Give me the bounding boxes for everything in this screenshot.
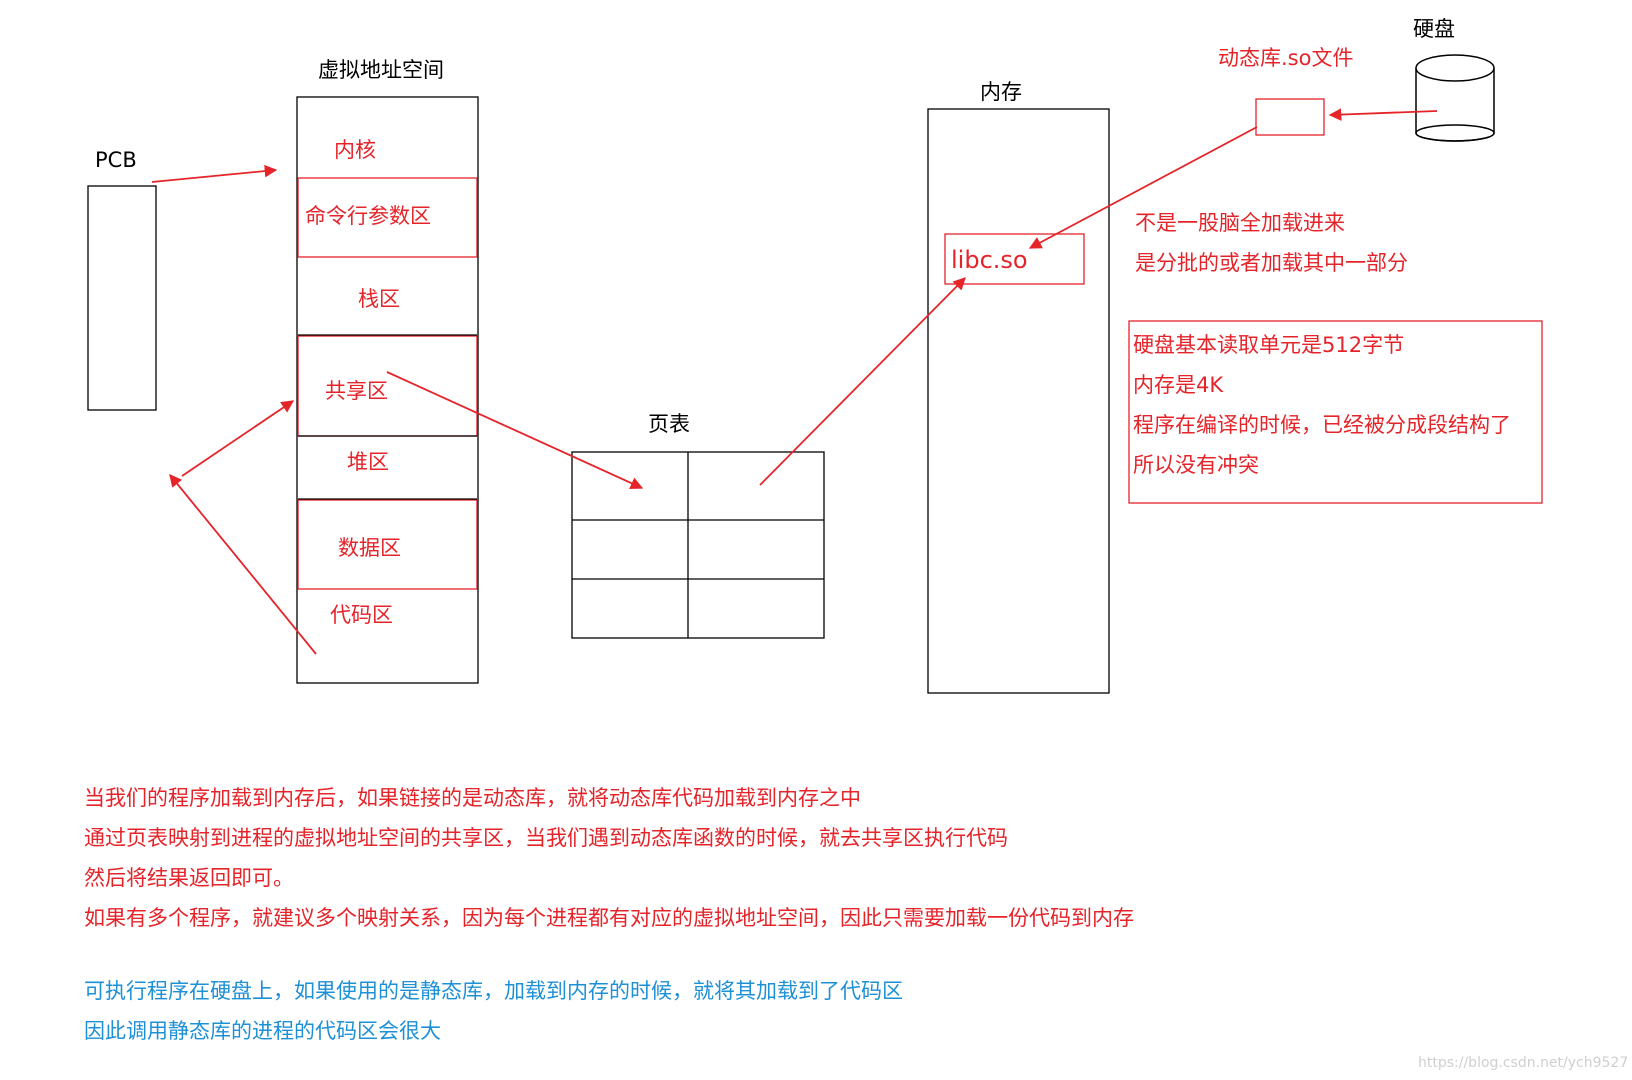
segment-cmdline: 命令行参数区 (305, 204, 431, 228)
watermark: https://blog.csdn.net/ych9527 (1418, 1055, 1629, 1071)
disk-note-line: 所以没有冲突 (1133, 453, 1259, 477)
segment-code: 代码区 (330, 603, 393, 627)
disk-note-line: 内存是4K (1133, 373, 1224, 397)
segment-data: 数据区 (338, 536, 401, 560)
virtual-space-box (296, 96, 479, 684)
so-file-box (1255, 98, 1325, 136)
page-table-title: 页表 (648, 412, 690, 436)
memory-title: 内存 (980, 80, 1022, 104)
explanation-blue-line: 可执行程序在硬盘上，如果使用的是静态库，加载到内存的时候，就将其加载到了代码区 (84, 979, 903, 1003)
libc-label: libc.so (951, 246, 1028, 274)
arrow-disk-to-so (1328, 108, 1438, 121)
explanation-red-line: 然后将结果返回即可。 (84, 866, 294, 890)
memory-box (927, 108, 1110, 694)
so-file-label: 动态库.so文件 (1218, 46, 1353, 70)
arrow-to-shared (181, 400, 295, 477)
explanation-red-line: 如果有多个程序，就建议多个映射关系，因为每个进程都有对应的虚拟地址空间，因此只需… (84, 906, 1134, 930)
pcb-label: PCB (95, 148, 137, 172)
explanation-red-line: 当我们的程序加载到内存后，如果链接的是动态库，就将动态库代码加载到内存之中 (84, 786, 861, 810)
disk-note-line: 程序在编译的时候，已经被分成段结构了 (1133, 413, 1511, 437)
explanation-red-line: 通过页表映射到进程的虚拟地址空间的共享区，当我们遇到动态库函数的时候，就去共享区… (84, 826, 1008, 850)
segment-kernel: 内核 (334, 138, 376, 162)
explanation-blue: 可执行程序在硬盘上，如果使用的是静态库，加载到内存的时候，就将其加载到了代码区 … (84, 971, 903, 1051)
disk-note-line: 硬盘基本读取单元是512字节 (1133, 333, 1404, 357)
pcb-box (87, 185, 157, 411)
arrow-shared-to-pagetable (386, 371, 644, 490)
disk-note-box (1128, 320, 1543, 504)
libc-box (944, 233, 1085, 285)
virtual-space-title: 虚拟地址空间 (318, 58, 444, 82)
load-note-line: 是分批的或者加载其中一部分 (1135, 251, 1408, 275)
page-table-grid (571, 451, 825, 639)
segment-heap: 堆区 (347, 450, 389, 474)
disk-title: 硬盘 (1413, 17, 1455, 41)
arrow-so-to-libc (1028, 126, 1258, 249)
arrow-from-code (169, 474, 317, 655)
segment-stack: 栈区 (358, 287, 400, 311)
disk-cylinder-icon (1415, 54, 1495, 142)
explanation-red: 当我们的程序加载到内存后，如果链接的是动态库，就将动态库代码加载到内存之中 通过… (84, 778, 1134, 938)
segment-shared: 共享区 (325, 379, 388, 403)
explanation-blue-line: 因此调用静态库的进程的代码区会很大 (84, 1019, 441, 1043)
arrow-pcb-to-kernel (151, 164, 278, 183)
segment-cmdline-box (297, 177, 478, 258)
load-note-line: 不是一股脑全加载进来 (1135, 211, 1345, 235)
segment-data-box (297, 499, 478, 590)
arrow-pagetable-to-libc (759, 277, 966, 486)
